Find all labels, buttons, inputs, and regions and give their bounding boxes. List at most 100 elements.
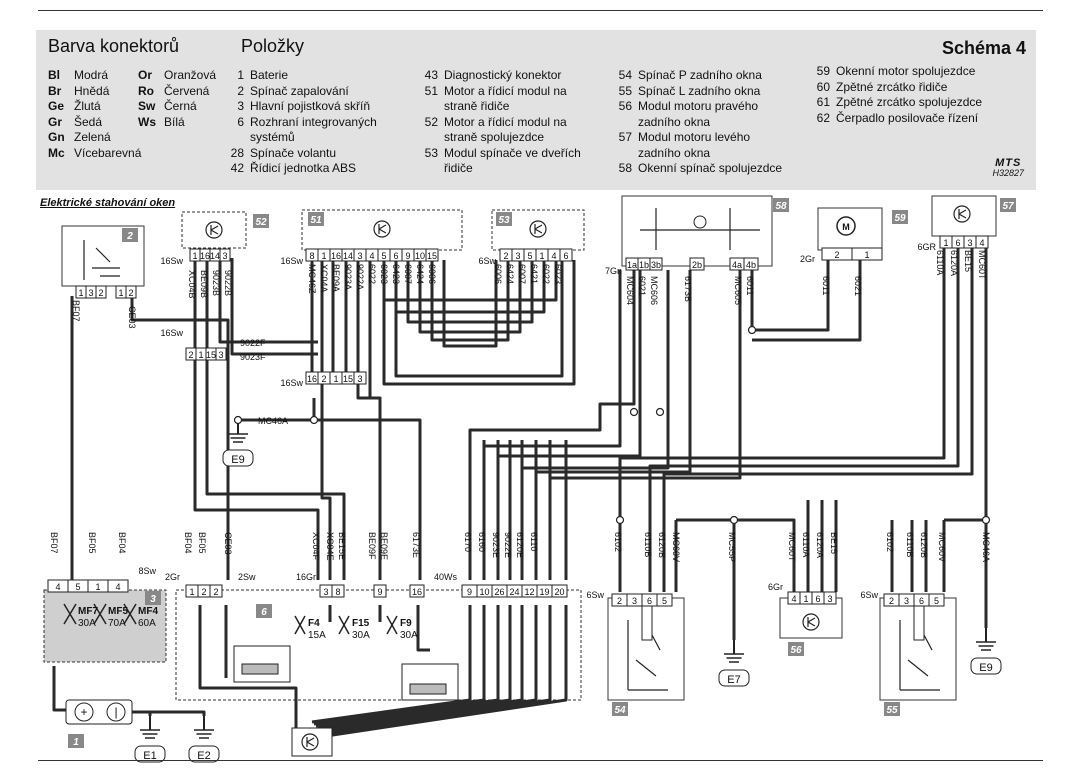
wire-label: 6023 [553, 264, 563, 284]
wire-label: BF07 [49, 532, 59, 554]
pin-number: 3 [827, 594, 832, 604]
module-52-box [181, 211, 247, 249]
battery-minus-terminal [106, 702, 126, 722]
wire-label: XC04E [325, 532, 335, 561]
pin-number: 1 [95, 582, 100, 592]
connector-label: 2Gr [165, 572, 180, 582]
connector-pin [219, 248, 231, 262]
connector-pin [656, 593, 673, 607]
wire-label: 6011 [745, 276, 755, 295]
component-tag [612, 702, 628, 716]
component-tag [253, 214, 269, 228]
wire [205, 258, 346, 580]
wire-label: 6007 [517, 264, 527, 284]
switch-54-box [607, 597, 685, 701]
pin-number: 5 [381, 251, 386, 261]
wire-loop-51-53 [394, 260, 546, 314]
connector-label: 6Sw [586, 590, 604, 600]
wire-label: BE09F [367, 532, 377, 560]
wire-label: 6424 [415, 264, 425, 284]
connector-label: 6Sw [478, 256, 496, 266]
wire-label: 6022 [367, 264, 377, 284]
wire-label: BF04 [183, 532, 193, 554]
wire-ce03 [130, 296, 230, 580]
wire-label: MC55P [727, 532, 737, 562]
connector-pin [851, 247, 883, 261]
pin-number: 3 [967, 238, 972, 248]
component-tag [122, 228, 138, 242]
connector-pin [373, 584, 387, 598]
pin-number: 6 [919, 596, 924, 606]
pin-number: 3 [515, 251, 520, 261]
pin-number: 1a [627, 260, 637, 270]
wire-interface-internal [325, 605, 568, 738]
wire-label: BF04 [117, 532, 127, 554]
wire [416, 605, 430, 652]
wire-interface-internal [315, 605, 500, 728]
fuse-icon [123, 603, 137, 625]
connector-pin [425, 248, 439, 262]
wire-label: 6006 [493, 264, 503, 284]
component-tag [68, 734, 84, 748]
ground-label: E2 [197, 750, 210, 762]
pin-number: 3 [357, 374, 362, 384]
motor-icon [836, 216, 856, 236]
pin-number: 2 [213, 587, 218, 597]
wire-label: 6170 [463, 532, 473, 552]
wire-interface-internal [313, 605, 486, 726]
wire-label: MC60V [937, 532, 947, 562]
connector-pin [823, 591, 837, 605]
wire-label: MC60V [671, 532, 681, 562]
pin-number: 6 [647, 596, 652, 606]
wire-label: 6424 [505, 264, 515, 284]
fuse-name: F9 [400, 618, 412, 629]
wire-interface-internal [319, 605, 524, 732]
wire [496, 270, 642, 462]
wire-label: 9023E [491, 532, 501, 558]
transistor-icon [306, 737, 315, 747]
pin-number: 4 [55, 582, 60, 592]
ground-label: E9 [231, 454, 244, 466]
pin-number: 1 [321, 251, 326, 261]
component-number: 59 [894, 213, 906, 224]
pin-number: 5 [75, 582, 80, 592]
connector-label: 7Gn [605, 266, 622, 276]
splice-point [655, 407, 665, 417]
wire-interface-internal [321, 605, 538, 734]
wire-label: 6021 [637, 276, 647, 296]
wire [193, 258, 320, 580]
pin-number: 2 [834, 250, 839, 260]
wire-label: CE03 [127, 306, 137, 329]
wire-label: 9023B [211, 270, 221, 296]
fuse-name: MF5 [108, 606, 128, 617]
connector-label: 16Sw [160, 328, 183, 338]
component-number: 53 [498, 215, 510, 226]
pin-number: 3 [632, 596, 637, 606]
wire [218, 258, 318, 344]
wire-label: BE09B [199, 270, 209, 298]
wire-label: 6110A [801, 532, 811, 557]
fuse-icon [93, 603, 107, 625]
component-tag [145, 591, 161, 605]
wire-loop-51-53 [406, 260, 534, 324]
module-icon [953, 205, 971, 223]
connector-pin [353, 371, 367, 385]
ground-box [718, 669, 750, 687]
wire-interface-internal [317, 605, 512, 730]
component-tag [788, 642, 804, 656]
pin-number: 19 [539, 587, 549, 597]
pin-number: 5 [934, 596, 939, 606]
pin-number: 15 [206, 350, 216, 360]
connector-label: 16Sw [280, 256, 303, 266]
fuse-icon [338, 615, 350, 635]
pin-number: 9 [405, 251, 410, 261]
pin-number: 2 [201, 587, 206, 597]
pin-number: 15 [427, 251, 437, 261]
wire-label: 6120E [515, 532, 525, 558]
module-icon [529, 220, 547, 238]
wire [230, 258, 318, 356]
pin-number: 1 [539, 251, 544, 261]
